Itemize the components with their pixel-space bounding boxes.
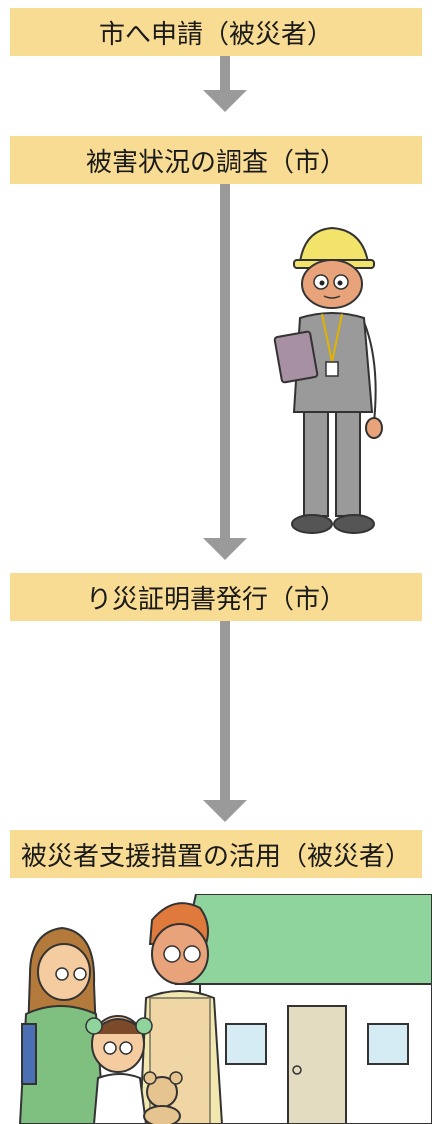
family-house-illustration — [18, 894, 432, 1124]
step-support-measures: 被災者支援措置の活用（被災者） — [10, 830, 422, 878]
house — [174, 894, 432, 1124]
teddy-bear-icon — [143, 1071, 183, 1124]
step-damage-survey: 被害状況の調査（市） — [10, 136, 422, 184]
step-certificate-issue: り災証明書発行（市） — [10, 573, 422, 621]
step-apply-to-city: 市へ申請（被災者） — [10, 8, 422, 56]
flow-arrow-line — [220, 184, 230, 540]
step-label: り災証明書発行（市） — [85, 584, 346, 615]
mother — [18, 926, 106, 1124]
flow-arrow-head — [203, 538, 247, 560]
step-label: 市へ申請（被災者） — [98, 19, 333, 50]
flow-arrow-head — [203, 800, 247, 822]
step-label: 被災者支援措置の活用（被災者） — [20, 841, 411, 872]
step-label: 被害状況の調査（市） — [85, 147, 346, 178]
flow-arrow-head — [203, 90, 247, 112]
flow-arrow-line — [220, 621, 230, 803]
flow-arrow-line — [220, 56, 230, 92]
inspector-illustration — [273, 226, 383, 534]
